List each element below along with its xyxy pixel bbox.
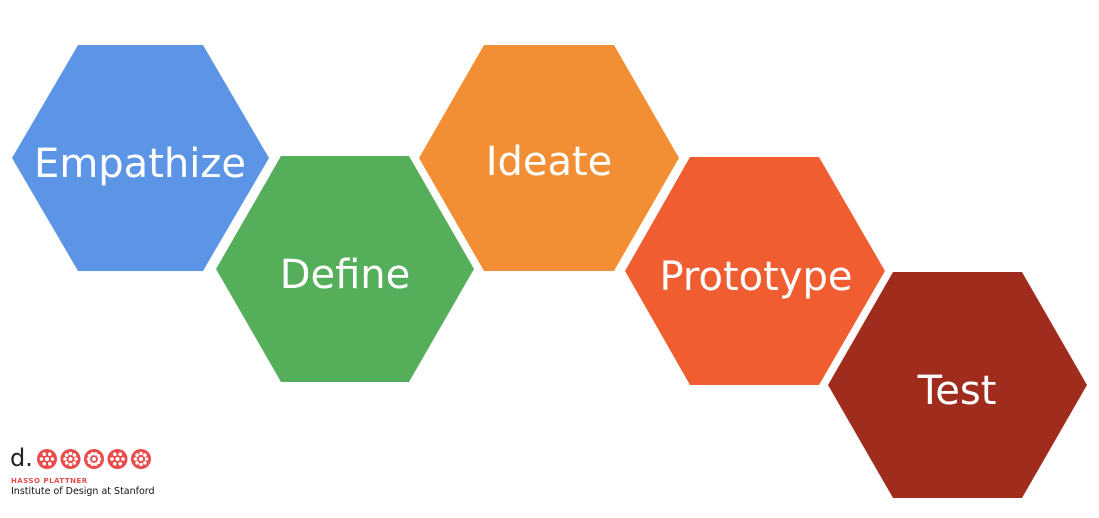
logo-subtitle: HASSO PLATTNER (11, 477, 88, 485)
rosette-icon-5 (131, 449, 151, 469)
rosette-icon-1 (37, 449, 57, 469)
hex-shape-prototype (625, 157, 885, 385)
logo-rosettes-icon (37, 449, 151, 469)
hex-empathize: Empathize (12, 45, 269, 271)
rosette-icon-2 (60, 449, 81, 469)
hex-ideate: Ideate (419, 45, 679, 271)
stage-label-ideate: Ideate (486, 139, 613, 185)
dschool-logo: d. HASSO PLATTNER Institute of Design at… (10, 446, 210, 506)
hex-shape-test (828, 272, 1087, 498)
hex-shape-empathize (12, 45, 269, 271)
hex-prototype: Prototype (625, 157, 885, 385)
stage-label-define: Define (280, 252, 411, 298)
stage-label-prototype: Prototype (660, 254, 853, 300)
rosette-icon-4 (107, 449, 128, 469)
hex-define: Define (216, 156, 474, 382)
hex-shape-ideate (419, 45, 679, 271)
logo-mark: d. (10, 444, 33, 472)
stage-label-test: Test (917, 368, 997, 414)
hex-test: Test (828, 272, 1087, 498)
rosette-icon-3 (84, 449, 104, 469)
logo-institute: Institute of Design at Stanford (11, 486, 155, 497)
hex-shape-define (216, 156, 474, 382)
stage-label-empathize: Empathize (34, 141, 246, 187)
